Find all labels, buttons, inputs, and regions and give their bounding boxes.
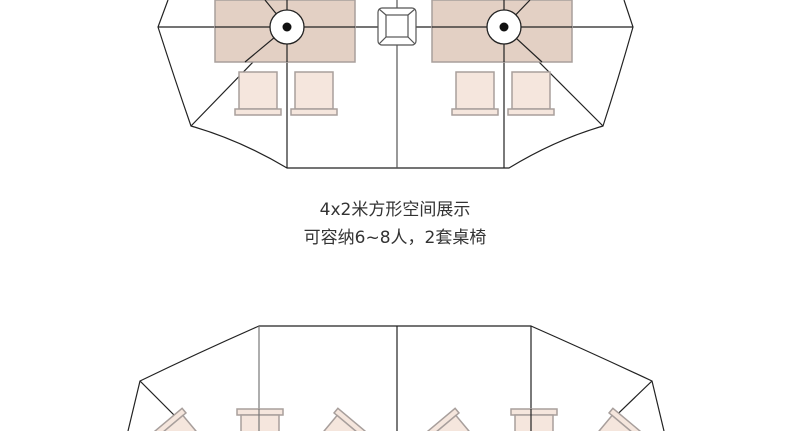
bottom-canopy-outline: [127, 325, 665, 431]
heater-icon: [377, 7, 417, 46]
chairs-top: [234, 71, 555, 116]
umbrella-pole-left-icon: [269, 9, 305, 45]
chairs-bottom: [150, 407, 645, 431]
caption-dimensions: 4x2米方形空间展示: [319, 200, 471, 220]
umbrella-pole-right-icon: [486, 9, 522, 45]
caption-capacity: 可容纳6~8人，2套桌椅: [303, 228, 487, 248]
